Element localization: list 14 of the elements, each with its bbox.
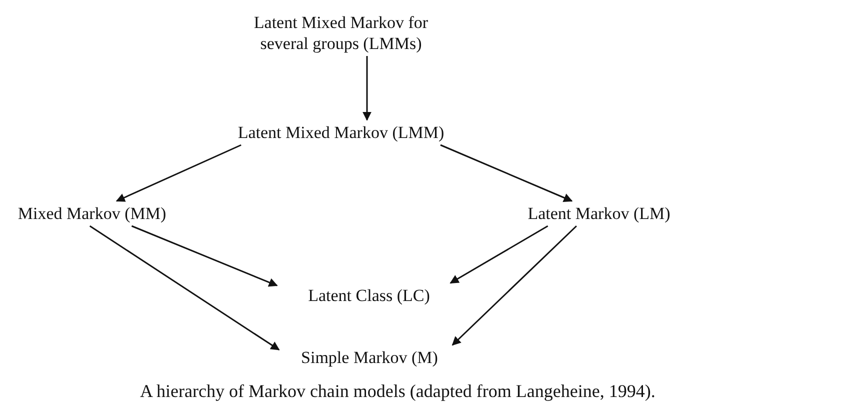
arrow bbox=[440, 144, 573, 202]
node-label: Latent Markov (LM) bbox=[526, 203, 672, 224]
node-label: Latent Mixed Markov for several groups (LMMs) bbox=[252, 12, 430, 54]
arrow bbox=[450, 225, 548, 284]
arrow bbox=[362, 56, 372, 121]
arrow bbox=[89, 225, 280, 350]
node-label: Latent Mixed Markov (LMM) bbox=[236, 122, 446, 143]
caption: A hierarchy of Markov chain models (adapted from Langeheine, 1994). bbox=[140, 381, 656, 402]
arrow bbox=[116, 144, 242, 202]
node-label: Mixed Markov (MM) bbox=[16, 203, 168, 224]
node-label: Simple Markov (M) bbox=[300, 347, 439, 368]
arrow bbox=[131, 225, 278, 287]
node-label: Latent Class (LC) bbox=[307, 285, 431, 306]
arrow bbox=[452, 225, 577, 346]
